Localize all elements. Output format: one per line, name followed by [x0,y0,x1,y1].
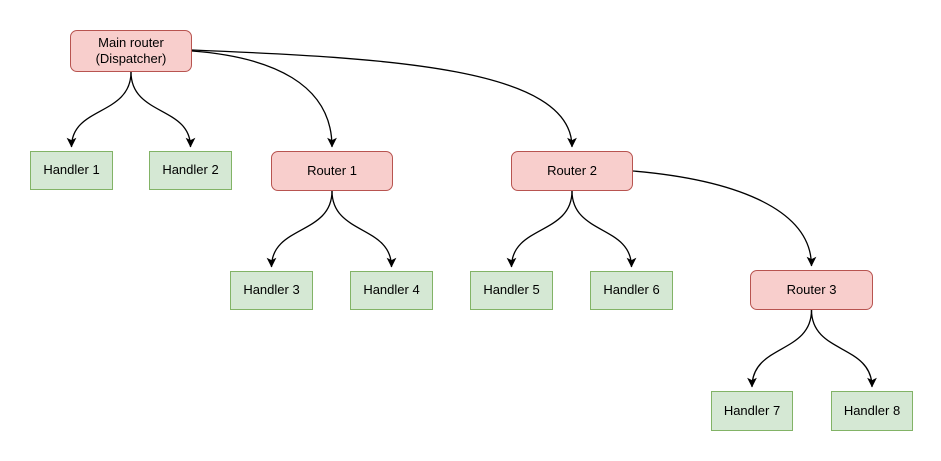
edge-router3-to-handler7 [747,309,813,388]
edge-router1-to-handler3 [266,190,333,268]
edge-router3-to-handler8 [810,309,877,388]
node-router-1: Router 1 [271,151,393,191]
node-handler-5: Handler 5 [470,271,553,310]
edge-router2-to-router3 [632,170,817,267]
node-handler-7: Handler 7 [711,391,793,431]
node-handler-3: Handler 3 [230,271,313,310]
node-handler-6: Handler 6 [590,271,673,310]
edge-router2-to-handler6 [571,190,637,268]
edge-main-to-router2 [191,49,577,148]
edge-router1-to-handler4 [331,190,397,268]
edge-main-to-handler2 [130,71,196,148]
node-router-2: Router 2 [511,151,633,191]
node-handler-1: Handler 1 [30,151,113,190]
edge-router2-to-handler5 [506,190,573,268]
node-router-3: Router 3 [750,270,873,310]
edge-main-to-handler1 [66,71,132,148]
node-main-router: Main router (Dispatcher) [70,30,192,72]
node-handler-2: Handler 2 [149,151,232,190]
node-handler-8: Handler 8 [831,391,913,431]
node-handler-4: Handler 4 [350,271,433,310]
edge-main-to-router1 [191,50,337,148]
